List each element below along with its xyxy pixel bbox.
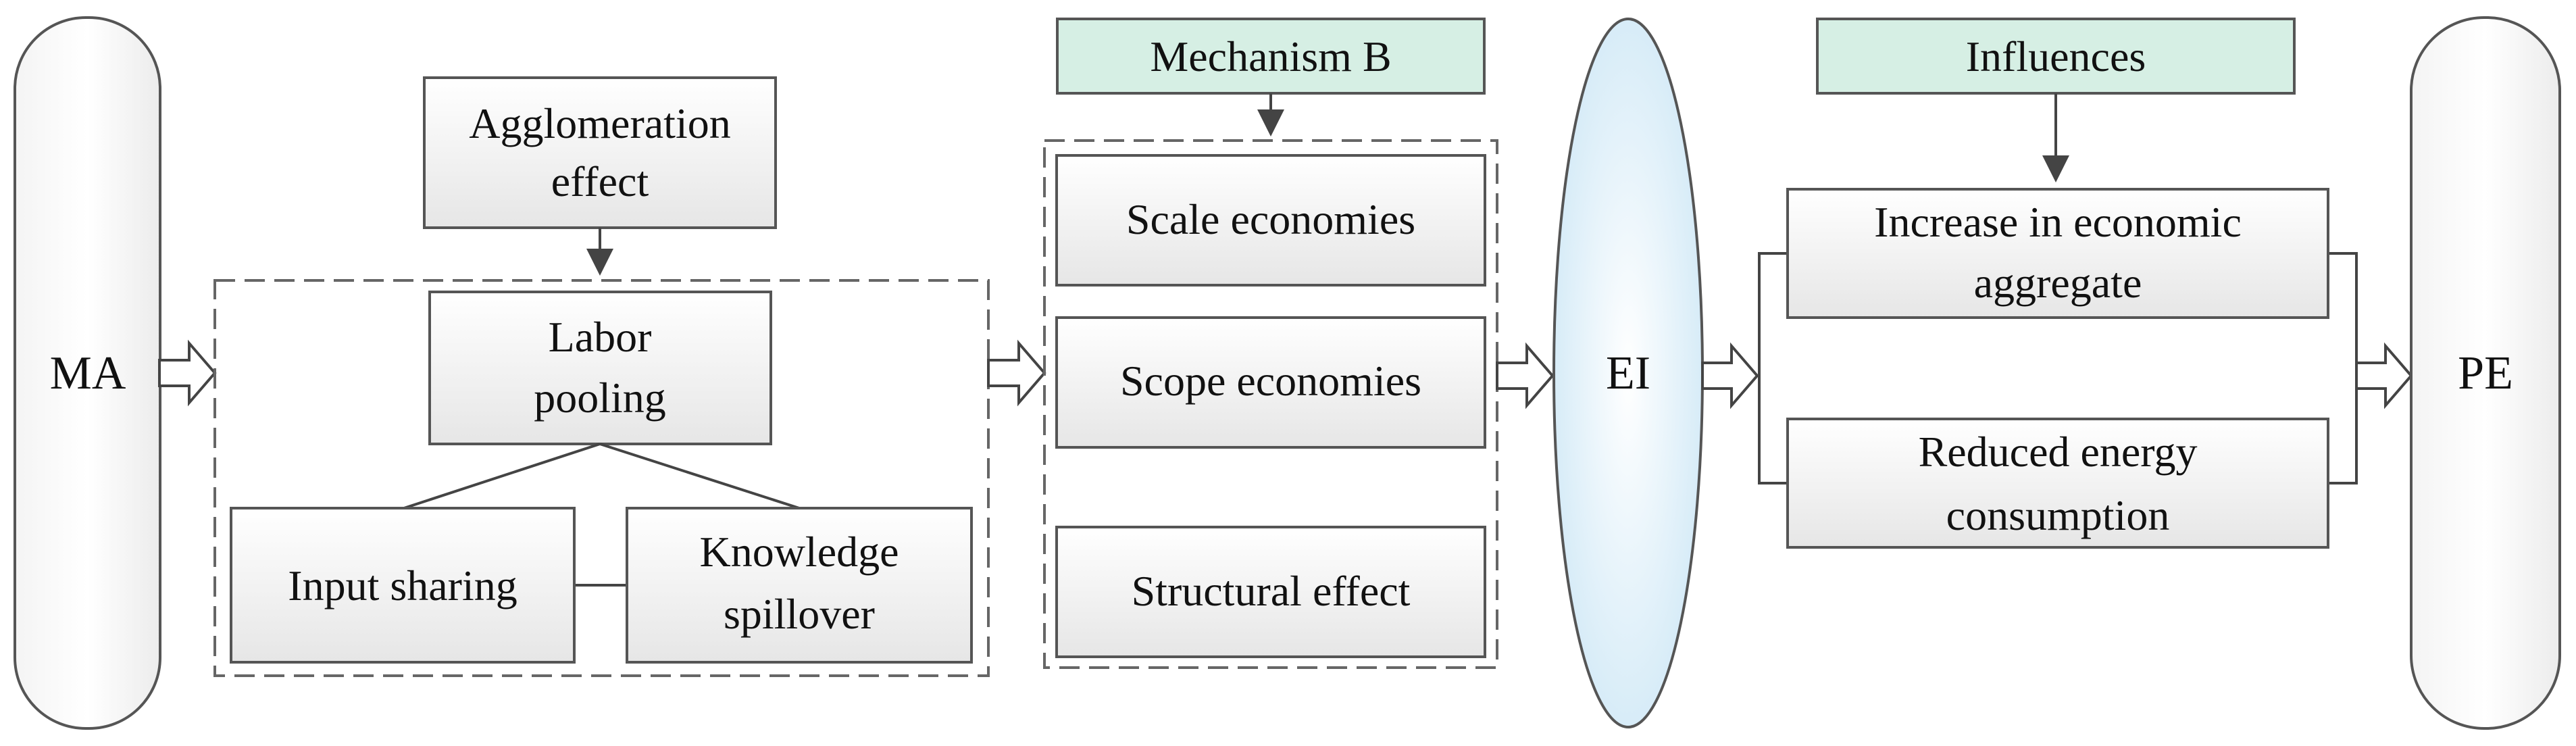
pe-label: PE — [2458, 347, 2513, 399]
mechanism-b-label: Mechanism B — [1150, 32, 1391, 80]
input-sharing-label: Input sharing — [288, 562, 517, 610]
knowledge-label-2: spillover — [724, 590, 875, 638]
labor-label-1: Labor — [549, 313, 652, 361]
arrow-ma-to-agglomeration — [158, 339, 217, 407]
reduced-label-2: consumption — [1946, 491, 2170, 539]
reduced-label-1: Reduced energy — [1919, 428, 2198, 476]
influences-label: Influences — [1966, 32, 2146, 80]
influences-box — [1816, 18, 2296, 95]
knowledge-label-1: Knowledge — [699, 528, 899, 576]
scale-economies-label: Scale economies — [1126, 195, 1415, 243]
influences-right-bracket — [2328, 252, 2358, 484]
mechanism-dashed-group — [1043, 139, 1498, 669]
reduced-energy-box — [1786, 418, 2329, 549]
labor-label-2: pooling — [534, 374, 666, 422]
arrow-mechanism-to-ei — [1496, 342, 1555, 409]
agglomeration-label-2: effect — [551, 157, 649, 205]
input-sharing-box — [230, 507, 576, 664]
scope-economies-box — [1055, 316, 1486, 449]
arrow-ei-to-influences — [1701, 342, 1759, 409]
influences-left-bracket — [1758, 252, 1788, 484]
agglomeration-label-1: Agglomeration — [469, 99, 730, 147]
increase-label-1: Increase in economic — [1874, 198, 2242, 246]
scope-economies-label: Scope economies — [1120, 357, 1421, 405]
arrow-agglomeration-to-mechanism — [987, 339, 1046, 407]
connector-labor-input — [403, 443, 601, 509]
structural-effect-label: Structural effect — [1132, 567, 1411, 615]
pe-capsule — [2410, 16, 2561, 730]
increase-label-2: aggregate — [1974, 259, 2142, 307]
ei-label: EI — [1606, 347, 1650, 399]
agglomeration-dashed-group — [213, 279, 990, 677]
increase-aggregate-box — [1786, 188, 2329, 319]
ma-label: MA — [50, 347, 126, 399]
connector-labor-knowledge — [599, 443, 800, 509]
knowledge-spillover-box — [626, 507, 973, 664]
structural-effect-box — [1055, 526, 1486, 658]
scale-economies-box — [1055, 154, 1486, 287]
arrow-influences-to-pe — [2355, 342, 2413, 409]
mechanism-b-box — [1056, 18, 1486, 95]
agglomeration-effect-box — [423, 76, 777, 229]
